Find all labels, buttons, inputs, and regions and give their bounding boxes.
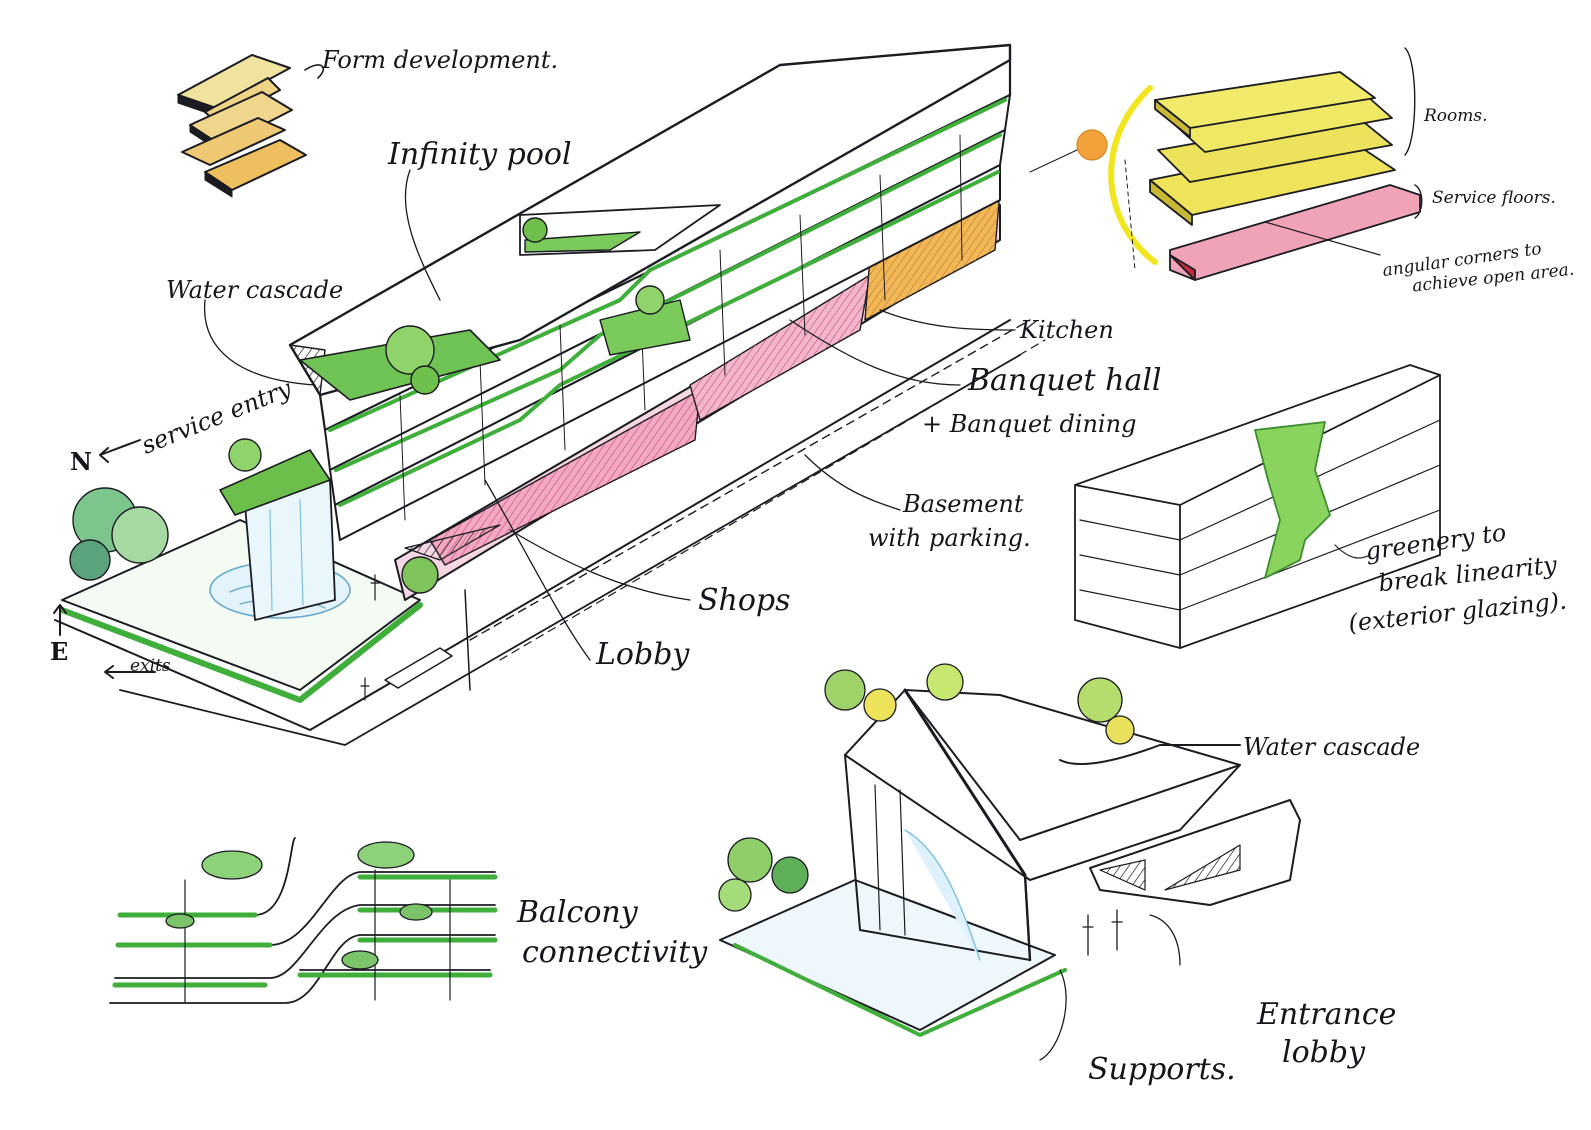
- label-service-floors: Service floors.: [1432, 188, 1556, 208]
- leader-lines: [203, 169, 1016, 661]
- person-icon: [1082, 909, 1123, 956]
- label-form-development: Form development.: [322, 46, 559, 74]
- tree-icon: [165, 841, 433, 970]
- label-kitchen: Kitchen: [1020, 316, 1114, 344]
- label-banquet-dining: + Banquet dining: [922, 410, 1137, 438]
- tree-icon: [718, 663, 1135, 912]
- person-icon: [360, 574, 380, 701]
- label-north: N: [70, 447, 92, 476]
- label-basement-line2: with parking.: [868, 524, 1031, 552]
- room-floors-stack: [1124, 47, 1423, 281]
- sun-icon: [1029, 85, 1158, 265]
- car-icon: [384, 647, 453, 689]
- label-water-cascade-main: Water cascade: [166, 276, 344, 304]
- greenery-block-sketch: [1074, 364, 1441, 649]
- balcony-connectivity-sketch: [109, 837, 498, 1004]
- entrance-detail-sketch: [719, 688, 1301, 1061]
- label-balcony-line1: Balcony: [517, 895, 638, 930]
- form-development-sketch: [177, 54, 324, 198]
- label-banquet-hall: Banquet hall: [968, 363, 1162, 398]
- label-balcony-line2: connectivity: [522, 935, 708, 970]
- label-entrance-line2: lobby: [1282, 1035, 1366, 1070]
- north-arrow-icon: [53, 439, 156, 679]
- label-entrance-line1: Entrance: [1257, 997, 1397, 1032]
- main-building-axonometric: [54, 43, 1046, 746]
- label-exits: exits: [130, 656, 171, 676]
- label-basement-line1: Basement: [903, 490, 1024, 518]
- label-shops: Shops: [698, 583, 791, 618]
- label-water-cascade-detail: Water cascade: [1243, 733, 1421, 761]
- label-supports: Supports.: [1088, 1052, 1236, 1087]
- tree-icon: [69, 217, 665, 594]
- label-east: E: [50, 637, 69, 666]
- label-lobby: Lobby: [596, 637, 690, 672]
- label-rooms: Rooms.: [1424, 106, 1488, 126]
- label-infinity-pool: Infinity pool: [388, 137, 572, 172]
